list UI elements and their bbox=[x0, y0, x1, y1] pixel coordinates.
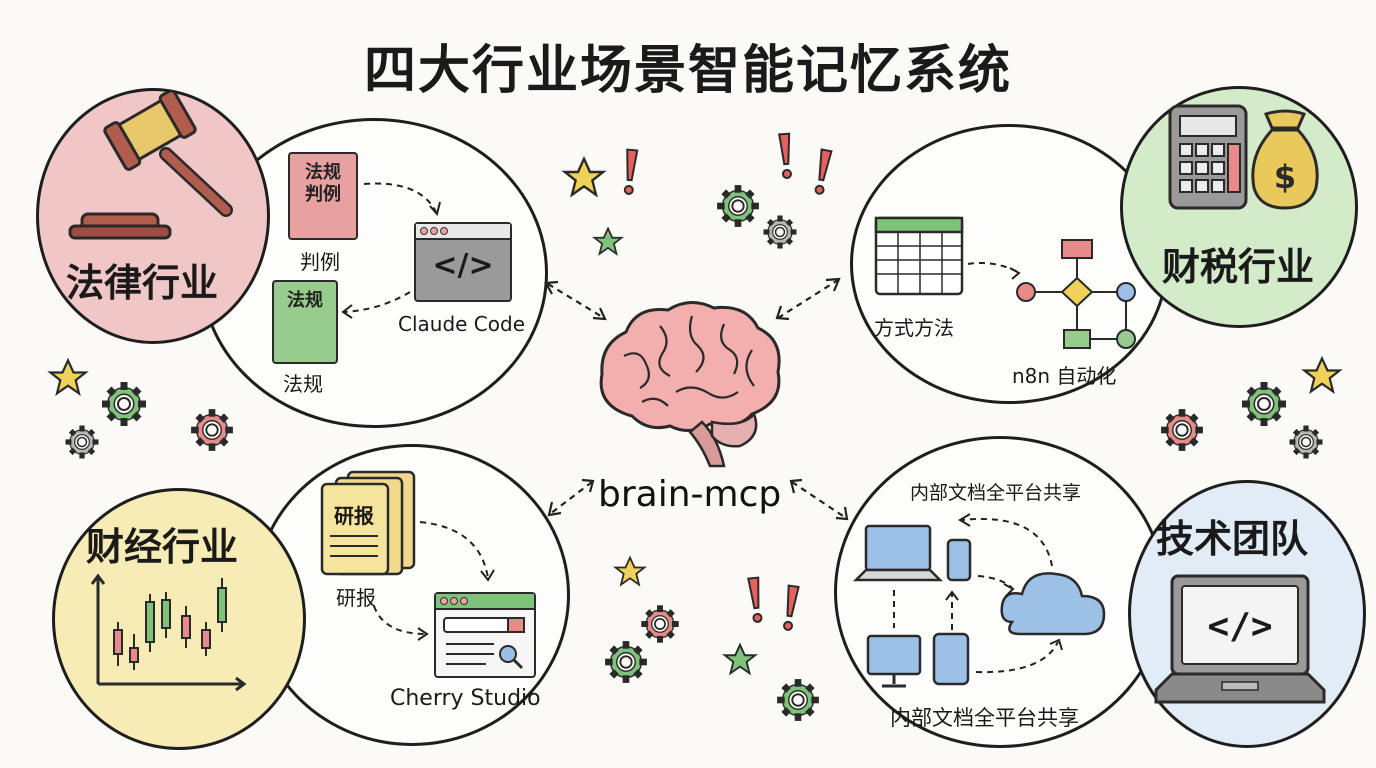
gear-icon bbox=[764, 216, 797, 249]
gavel-icon bbox=[68, 92, 233, 240]
tech-devices-diagram bbox=[852, 513, 1106, 688]
star-icon bbox=[49, 359, 87, 395]
calculator-icon bbox=[1168, 104, 1248, 210]
legal-book-cases-cover: 法规 判例 bbox=[305, 162, 341, 205]
exclamation-icon bbox=[622, 148, 639, 196]
gear-icon bbox=[1242, 382, 1286, 426]
star-icon bbox=[563, 157, 605, 197]
legal-book-regulations: 法规 bbox=[272, 280, 338, 364]
tax-industry-label: 财税行业 bbox=[1162, 245, 1315, 289]
tech-bottom-caption: 内部文档全平台共享 bbox=[890, 706, 1079, 730]
star-icon bbox=[614, 556, 646, 586]
star-icon bbox=[1303, 357, 1341, 393]
candlestick-chart-icon bbox=[90, 573, 247, 692]
legal-tool-label: Claude Code bbox=[398, 312, 526, 336]
claude-code-window: </> bbox=[414, 222, 512, 302]
search-window-icon bbox=[443, 617, 525, 670]
gear-icon bbox=[1290, 426, 1323, 459]
spreadsheet-icon bbox=[874, 216, 964, 296]
svg-text:</>: </> bbox=[1207, 606, 1272, 647]
hub-label: brain-mcp bbox=[598, 474, 782, 515]
econ-folder-cover: 研报 bbox=[334, 504, 374, 528]
legal-book-regulations-cover: 法规 bbox=[287, 290, 323, 311]
econ-industry-label: 财经行业 bbox=[86, 525, 239, 569]
money-bag-icon: $ bbox=[1251, 109, 1319, 210]
exclamation-icon bbox=[778, 132, 794, 180]
gear-icon bbox=[102, 382, 146, 426]
gear-icon bbox=[717, 185, 759, 227]
brain-icon bbox=[599, 301, 781, 468]
gear-icon bbox=[66, 426, 99, 459]
econ-tool-label: Cherry Studio bbox=[390, 686, 541, 711]
exclamation-icon bbox=[747, 576, 764, 624]
star-icon bbox=[723, 643, 757, 675]
econ-folder-caption: 研报 bbox=[336, 586, 376, 610]
report-folder-icon bbox=[320, 470, 416, 576]
exclamation-icon bbox=[812, 148, 833, 196]
legal-book-cases: 法规 判例 bbox=[288, 152, 358, 240]
tech-industry-label: 技术团队 bbox=[1156, 517, 1309, 561]
workflow-icon bbox=[1016, 239, 1136, 349]
page-title: 四大行业场景智能记忆系统 bbox=[363, 41, 1012, 101]
tech-top-caption: 内部文档全平台共享 bbox=[910, 482, 1082, 504]
cherry-studio-window bbox=[434, 592, 536, 678]
legal-book-cases-caption: 判例 bbox=[300, 250, 340, 274]
gear-icon bbox=[191, 409, 233, 451]
star-icon bbox=[593, 227, 623, 255]
tax-flow-arrow bbox=[967, 262, 1021, 280]
gear-icon bbox=[605, 641, 647, 683]
laptop-code-icon: </> bbox=[1154, 574, 1326, 704]
tax-sheet-caption: 方式方法 bbox=[874, 316, 954, 340]
code-brackets-icon: </> bbox=[432, 248, 494, 283]
tax-tool-label: n8n 自动化 bbox=[1012, 364, 1117, 388]
exclamation-icon bbox=[781, 584, 800, 632]
gear-icon bbox=[641, 605, 678, 642]
econ-industry-circle bbox=[52, 488, 306, 750]
legal-book-regulations-caption: 法规 bbox=[283, 372, 323, 396]
gear-icon bbox=[1161, 409, 1203, 451]
legal-industry-label: 法律行业 bbox=[66, 261, 219, 305]
svg-text:$: $ bbox=[1274, 158, 1296, 196]
gear-icon bbox=[777, 679, 819, 721]
